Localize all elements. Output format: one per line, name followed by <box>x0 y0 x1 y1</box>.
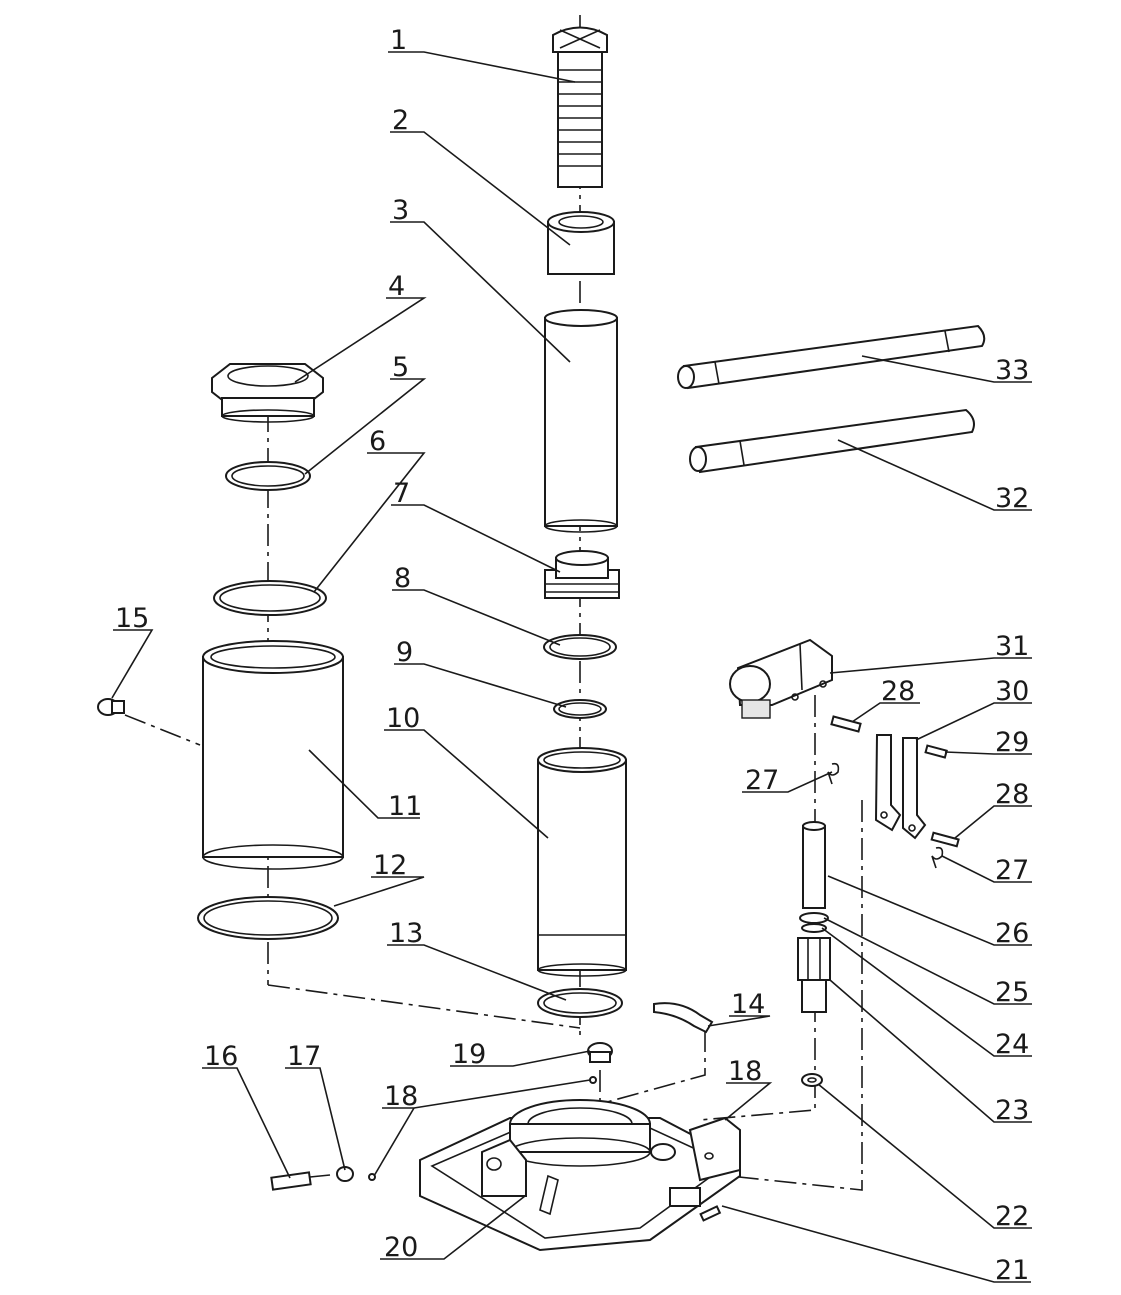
part-screw-16 <box>270 1171 331 1191</box>
part-top-nut <box>211 363 324 423</box>
callout-2: 2 <box>392 105 409 136</box>
part-screw-21 <box>699 1205 722 1222</box>
callout-3: 3 <box>392 195 409 226</box>
callout-9: 9 <box>396 637 413 668</box>
callout-16: 16 <box>204 1041 238 1072</box>
callout-26: 26 <box>995 918 1029 949</box>
callout-25: 25 <box>995 977 1029 1008</box>
part-release-valve-14 <box>653 1002 714 1034</box>
part-links-30 <box>874 734 927 840</box>
part-reservoir <box>202 640 344 870</box>
part-handle-socket <box>729 638 833 719</box>
part-seal-ring-8 <box>543 634 617 660</box>
part-bushing <box>547 211 615 275</box>
part-handle-32 <box>689 408 975 474</box>
part-filler-plug <box>97 698 125 716</box>
callout-31: 31 <box>995 631 1029 662</box>
callout-8: 8 <box>394 563 411 594</box>
part-washer-22 <box>801 1073 823 1087</box>
callout-6: 6 <box>369 426 386 457</box>
part-base-ring <box>197 896 339 940</box>
callout-27-right: 27 <box>995 855 1029 886</box>
callout-4: 4 <box>388 271 405 302</box>
part-base-20 <box>419 1099 741 1252</box>
callout-18-right: 18 <box>728 1056 762 1087</box>
callout-14: 14 <box>731 989 765 1020</box>
part-seal-ring-13 <box>537 988 623 1018</box>
callout-23: 23 <box>995 1095 1029 1126</box>
callout-13: 13 <box>389 918 423 949</box>
callout-21: 21 <box>995 1255 1029 1286</box>
part-piston <box>544 550 620 599</box>
callout-24: 24 <box>995 1029 1029 1060</box>
callout-7: 7 <box>393 478 410 509</box>
part-seal-ring-9 <box>553 699 607 719</box>
callout-29: 29 <box>995 727 1029 758</box>
callout-10: 10 <box>386 703 420 734</box>
part-pins-28 <box>830 715 960 848</box>
part-pump-body-23 <box>797 937 831 1013</box>
part-valve-seat-19 <box>587 1042 613 1063</box>
callout-27-left: 27 <box>745 765 779 796</box>
callout-22: 22 <box>995 1201 1029 1232</box>
part-extension-screw <box>552 26 608 188</box>
leader-lines <box>111 51 1032 1283</box>
part-ram <box>544 309 618 533</box>
part-washers-24-25 <box>799 912 829 933</box>
callout-12: 12 <box>373 850 407 881</box>
part-inner-cylinder <box>537 747 627 977</box>
callout-28-left: 28 <box>881 676 915 707</box>
part-plunger-26 <box>802 821 826 909</box>
callout-28-right: 28 <box>995 779 1029 810</box>
callout-5: 5 <box>392 352 409 383</box>
callout-1: 1 <box>390 25 407 56</box>
callout-19: 19 <box>452 1039 486 1070</box>
callout-labels: 1 2 3 4 5 6 7 8 9 10 11 12 13 14 15 16 1… <box>115 25 1029 1286</box>
callout-11: 11 <box>388 791 422 822</box>
part-handle-33 <box>677 324 986 390</box>
callout-20: 20 <box>384 1232 418 1263</box>
part-o-ring-5 <box>225 461 311 491</box>
callout-32: 32 <box>995 483 1029 514</box>
callout-17: 17 <box>287 1041 321 1072</box>
callout-33: 33 <box>995 355 1029 386</box>
callout-30: 30 <box>995 676 1029 707</box>
part-o-ring-6 <box>213 580 327 616</box>
callout-15: 15 <box>115 603 149 634</box>
callout-18-base: 18 <box>384 1081 418 1112</box>
